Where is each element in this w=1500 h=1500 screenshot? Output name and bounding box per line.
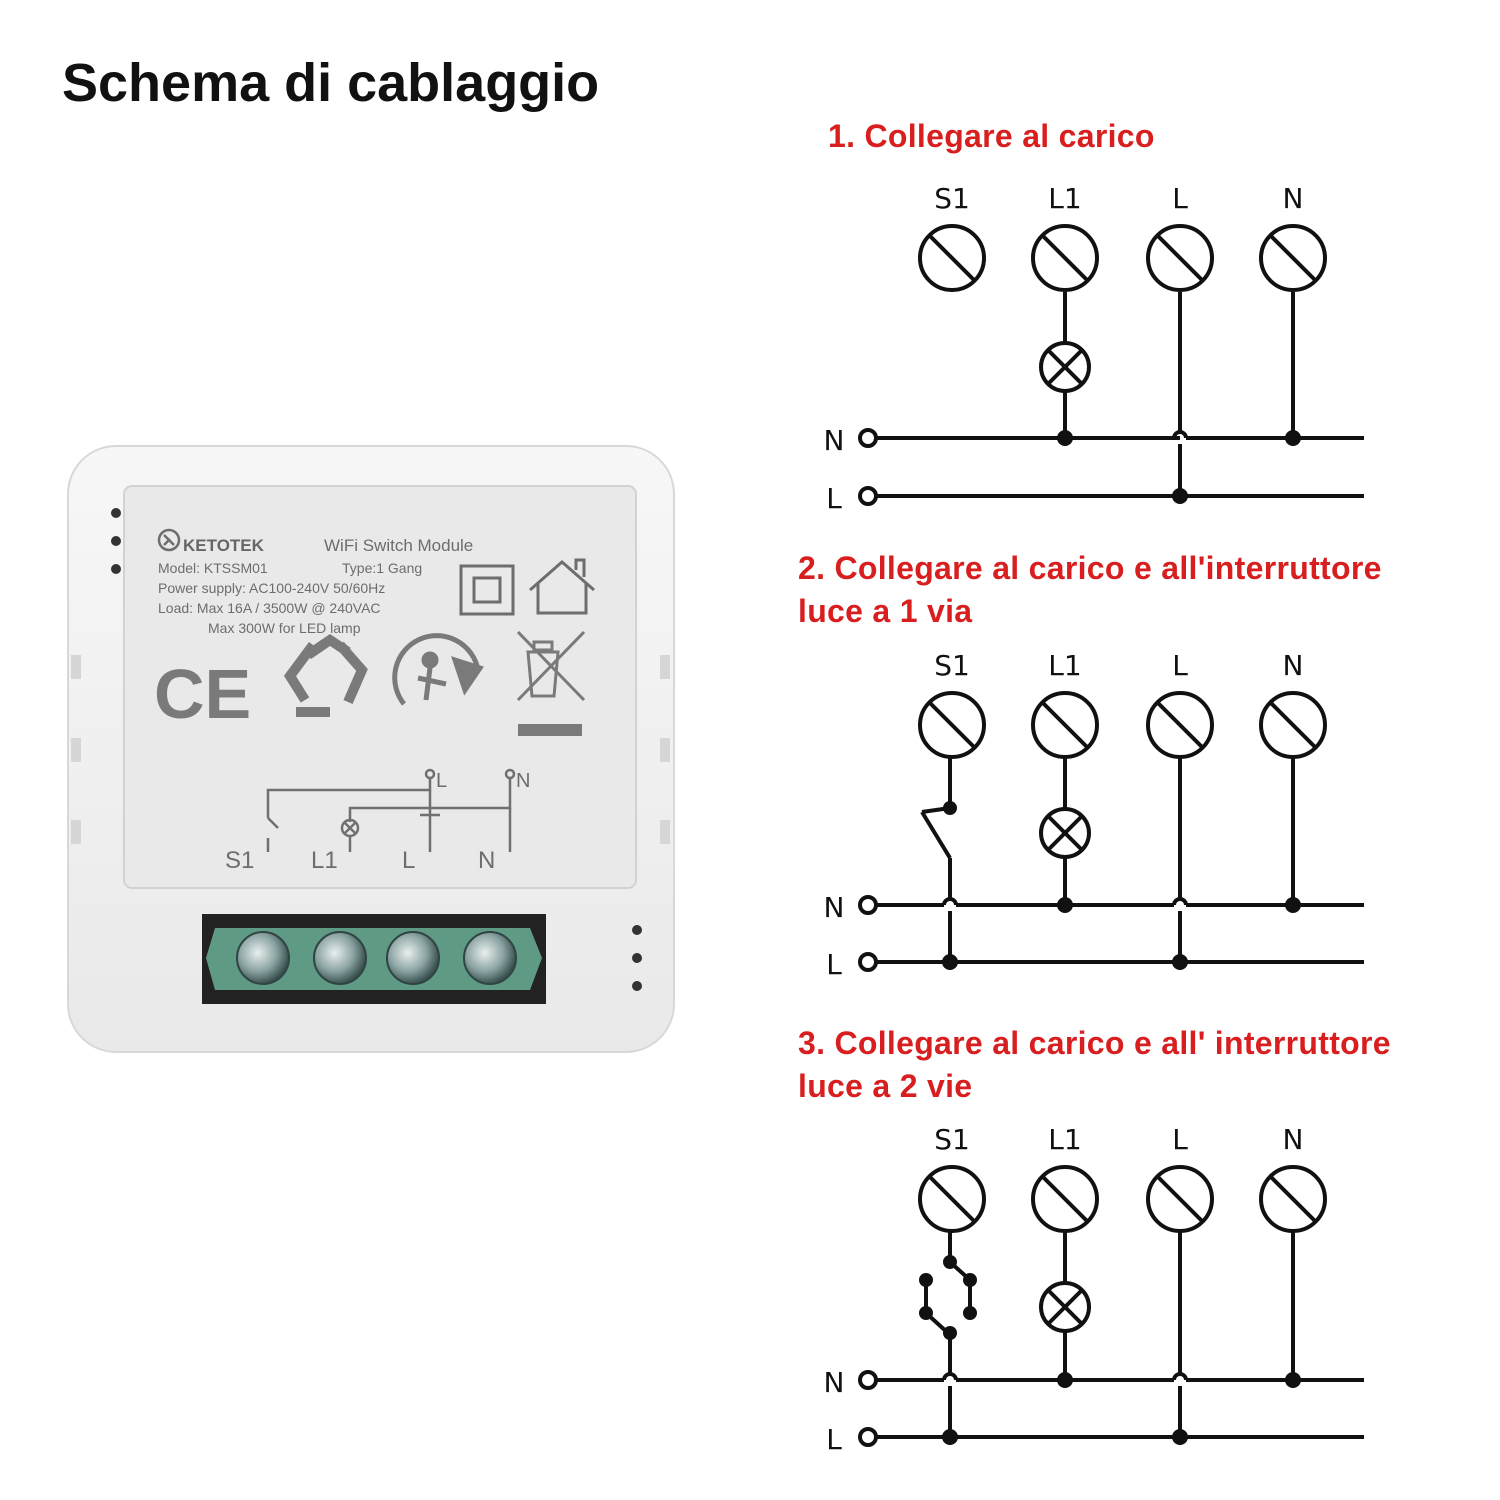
diagram-1-label-l1: L1 — [1048, 182, 1081, 215]
diagram-2-label-n: N — [1283, 649, 1304, 682]
diagram-2-label-l: L — [1172, 649, 1188, 682]
schematic-label-s1: S1 — [225, 847, 254, 874]
schematic-top-l: L — [436, 770, 447, 792]
diagram-3-bus-n: N — [824, 1366, 845, 1399]
section-3-line1: 3. Collegare al carico e all' interrutto… — [798, 1025, 1391, 1061]
weee-bin-icon — [516, 630, 586, 736]
diagram-1-label-l: L — [1172, 182, 1188, 215]
device-illustration: KETOTEK WiFi Switch Module Model: KTSSM0… — [67, 445, 675, 1053]
diagram-1 — [876, 292, 1364, 498]
diagram-3-terminals — [918, 1165, 1327, 1233]
diagram-1-label-s1: S1 — [934, 182, 970, 215]
recycle-icon — [283, 633, 368, 717]
diagram-2 — [876, 758, 1364, 964]
diagram-1-lamp-icon — [1039, 341, 1091, 393]
section-3-line2: luce a 2 vie — [798, 1068, 973, 1104]
diagram-2-nodes — [858, 895, 1301, 972]
diagram-3-label-l1: L1 — [1048, 1123, 1081, 1156]
diagram-2-bus-n: N — [824, 891, 845, 924]
diagram-1-bus-l: L — [826, 482, 842, 515]
double-insulation-icon — [459, 564, 515, 616]
schematic-label-l1: L1 — [311, 847, 338, 874]
schematic-label-n: N — [478, 847, 495, 874]
device-product: WiFi Switch Module — [324, 536, 473, 555]
device-led: Max 300W for LED lamp — [208, 620, 361, 636]
page-title: Schema di cablaggio — [62, 53, 600, 113]
device-model: Model: KTSSM01 — [158, 560, 268, 576]
device-power: Power supply: AC100-240V 50/60Hz — [158, 580, 385, 596]
section-2-title: 2. Collegare al carico e all'interruttor… — [798, 547, 1382, 633]
device-type: Type:1 Gang — [342, 560, 422, 576]
device-schematic — [266, 768, 516, 852]
device-logo-icon — [157, 528, 181, 552]
schematic-top-n: N — [516, 770, 530, 792]
section-1-title: 1. Collegare al carico — [828, 115, 1155, 158]
diagram-3-lamp-icon — [1039, 1281, 1091, 1333]
diagram-3-label-l: L — [1172, 1123, 1188, 1156]
diagram-2-switch-icon — [943, 801, 957, 815]
ce-mark-icon: CE — [154, 655, 251, 733]
diagram-2-label-s1: S1 — [934, 649, 970, 682]
terminal-block — [202, 914, 546, 1004]
diagram-1-label-n: N — [1283, 182, 1304, 215]
device-body — [67, 445, 675, 1053]
diagram-3-label-n: N — [1283, 1123, 1304, 1156]
diagram-3-nodes — [858, 1370, 1301, 1447]
diagram-3-two-way-switch-icon — [919, 1255, 977, 1340]
section-3-title: 3. Collegare al carico e all' interrutto… — [798, 1022, 1391, 1108]
diagram-1-terminals — [918, 224, 1327, 292]
section-2-line1: 2. Collegare al carico e all'interruttor… — [798, 550, 1382, 586]
tidyman-icon — [392, 633, 484, 706]
section-2-line2: luce a 1 via — [798, 593, 973, 629]
section-1-line1: 1. Collegare al carico — [828, 118, 1155, 154]
diagram-2-lamp-icon — [1039, 807, 1091, 859]
wiring-diagrams: S1 L1 L N N L — [824, 182, 1364, 1456]
diagram-1-bus-n: N — [824, 424, 845, 457]
diagram-2-bus-l: L — [826, 948, 842, 981]
diagram-1-nodes — [858, 428, 1301, 506]
diagram-3-label-s1: S1 — [934, 1123, 970, 1156]
device-load: Load: Max 16A / 3500W @ 240VAC — [158, 600, 381, 616]
indoor-use-icon — [529, 558, 595, 615]
diagram-2-label-l1: L1 — [1048, 649, 1081, 682]
diagram-2-terminals — [918, 691, 1327, 759]
diagram-3-bus-l: L — [826, 1423, 842, 1456]
device-brand: KETOTEK — [183, 536, 265, 555]
schematic-label-l: L — [402, 847, 415, 874]
